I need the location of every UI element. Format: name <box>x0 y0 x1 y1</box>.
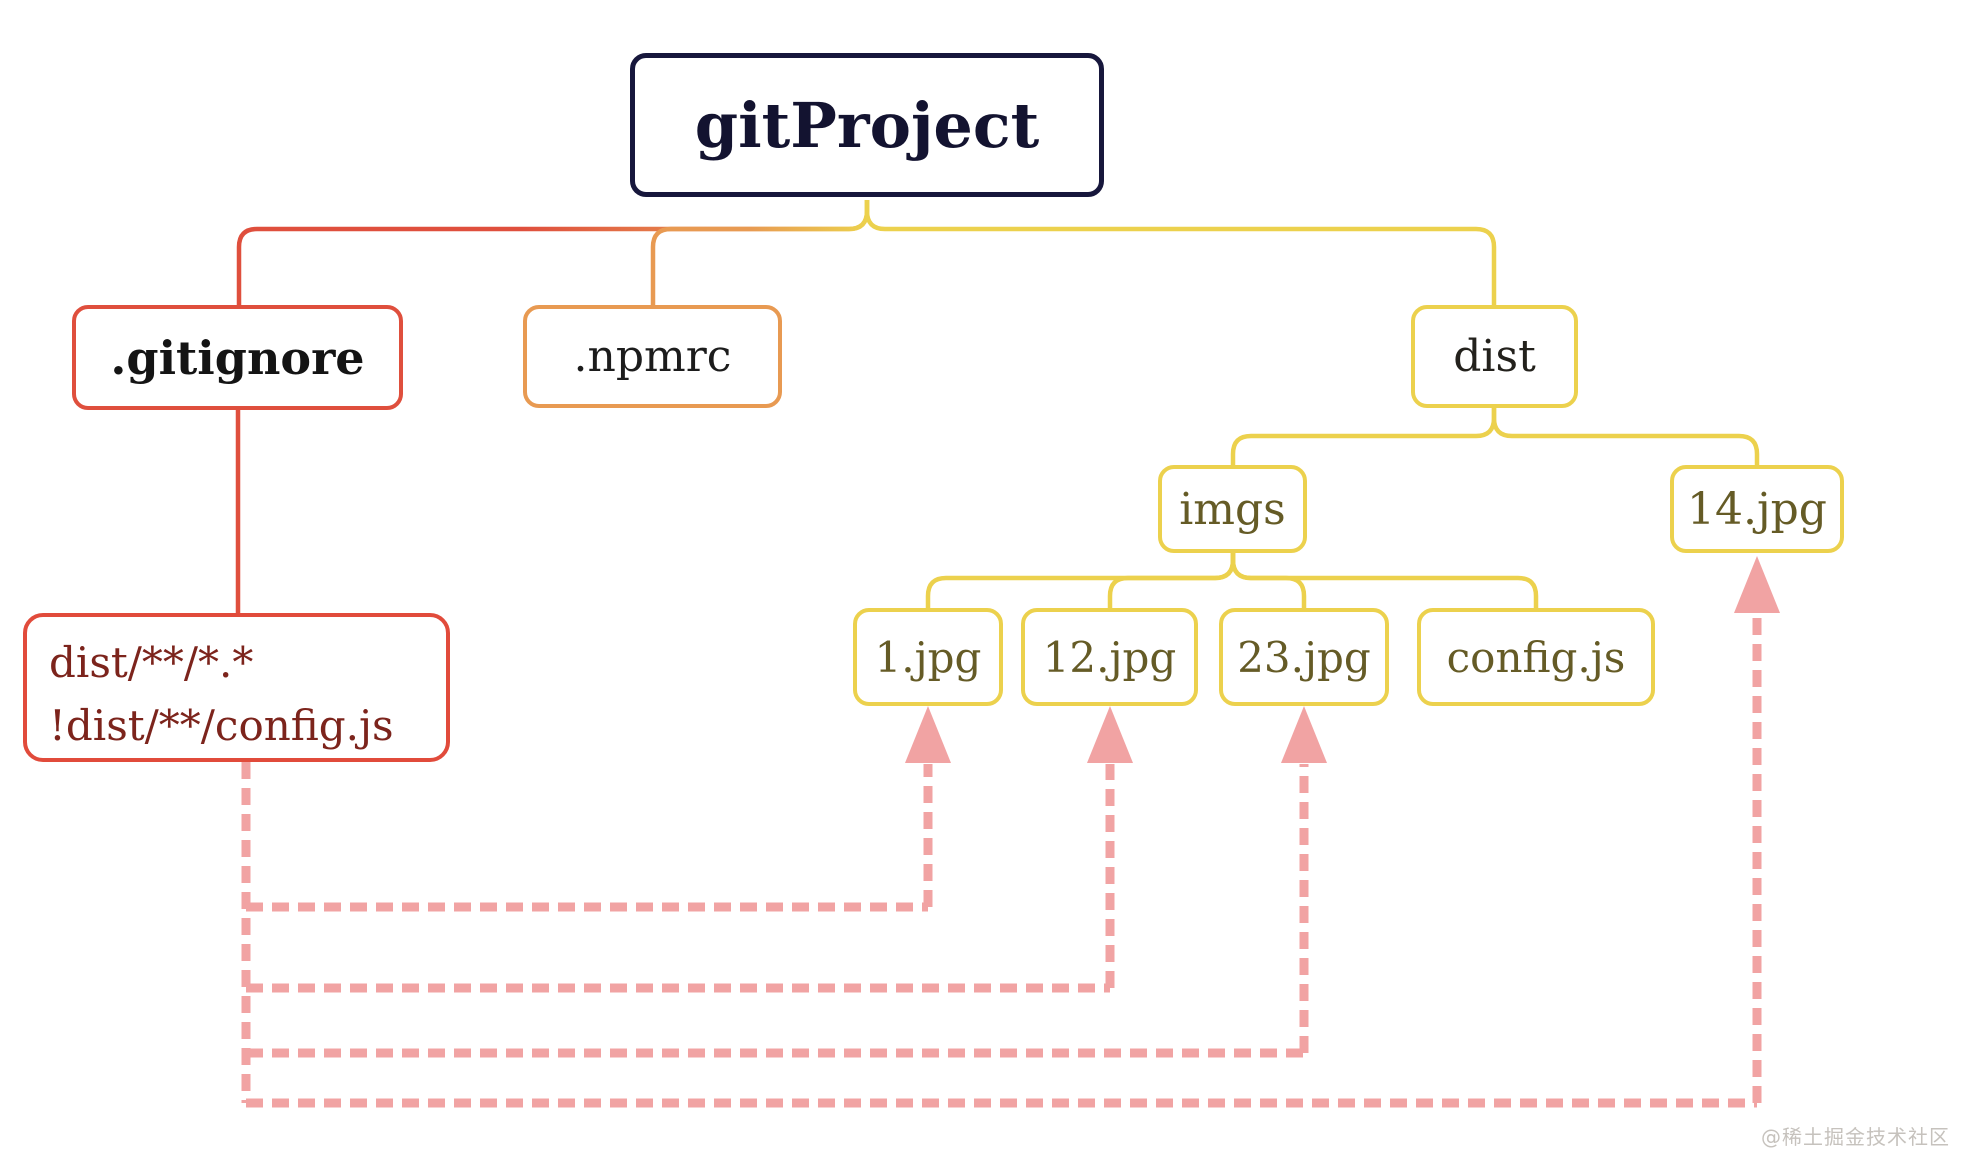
node-dist: dist <box>1411 305 1578 408</box>
node-23jpg: 23.jpg <box>1219 608 1389 706</box>
arrowhead-23jpg <box>1281 706 1327 763</box>
edge-dist-14jpg <box>1491 408 1760 465</box>
gitignore-rule-line1: dist/**/*.* <box>49 638 254 687</box>
node-14jpg: 14.jpg <box>1670 465 1844 553</box>
edge-gitproject-dist <box>864 200 1497 305</box>
node-12jpg: 12.jpg <box>1021 608 1198 706</box>
edge-dist-imgs <box>1230 408 1497 465</box>
watermark: @稀土掘金技术社区 <box>1761 1125 1950 1149</box>
node-npmrc: .npmrc <box>523 305 782 408</box>
node-gitignore: .gitignore <box>72 305 403 410</box>
arrowhead-14jpg <box>1734 556 1780 613</box>
arrowhead-1jpg <box>905 706 951 763</box>
edge-imgs-configjs <box>1230 553 1539 608</box>
node-configjs: config.js <box>1417 608 1655 706</box>
arrowhead-12jpg <box>1087 706 1133 763</box>
gitignore-rule-line2: !dist/**/config.js <box>49 701 394 750</box>
edge-imgs-23jpg <box>1230 553 1307 608</box>
edge-imgs-1jpg <box>925 553 1236 608</box>
node-imgs: imgs <box>1158 465 1307 553</box>
node-gitproject: gitProject <box>630 53 1104 197</box>
gitignore-rules-note: dist/**/*.* !dist/**/config.js <box>23 613 450 762</box>
edge-imgs-12jpg <box>1107 553 1236 608</box>
edge-gitproject-gitignore <box>236 200 870 305</box>
edge-gitproject-npmrc <box>650 200 870 305</box>
node-1jpg: 1.jpg <box>853 608 1003 706</box>
